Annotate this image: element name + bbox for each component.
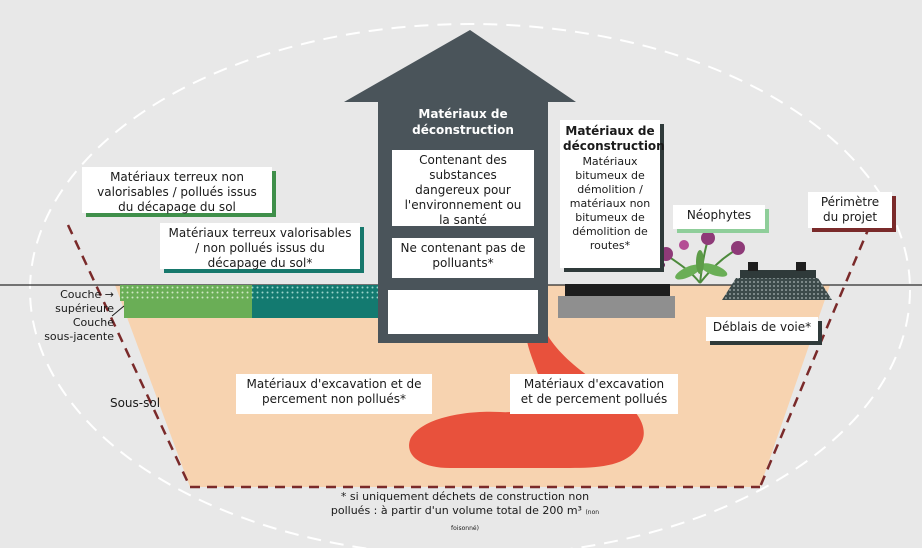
topsoil-teal-upper (252, 285, 378, 301)
asphalt-top (565, 284, 670, 296)
perimeter-line-right (758, 224, 872, 488)
label-earthy-clean: Matériaux terreux valorisables / non pol… (160, 223, 360, 270)
label-deblais: Déblais de voie* (706, 317, 818, 341)
footnote: * si uniquement déchets de construction … (330, 490, 600, 536)
label-couche-superieure: Couche → supérieure (55, 288, 114, 315)
footnote-text: * si uniquement déchets de construction … (330, 490, 590, 517)
label-perimeter: Périmètre du projet (808, 192, 892, 228)
label-earthy-polluted: Matériaux terreux non valorisables / pol… (82, 167, 272, 214)
topsoil-green-upper (120, 285, 252, 301)
soil-area (115, 285, 830, 487)
bituminous-text: Matériaux bitumeux de démolition / matér… (569, 155, 651, 252)
topsoil-green-lower (124, 301, 252, 318)
deconstruction2-title: Matériaux de déconstruction (563, 124, 665, 153)
label-deconstruction-bituminous: Matériaux de déconstruction Matériaux bi… (560, 120, 665, 268)
polluted-zone (409, 336, 644, 468)
label-neophytes: Néophytes (673, 205, 765, 229)
flower-icon (659, 231, 745, 284)
label-no-pollutants: Ne contenant pas de polluants* (392, 238, 534, 278)
house-bottom-white (388, 290, 538, 334)
couche-sub-arrow (111, 305, 125, 317)
footnote-small: (non foisonné) (451, 509, 600, 532)
deconstruction-title: Matériaux de déconstruction (412, 107, 514, 137)
label-excavation-polluted: Matériaux d'excavation et de percement p… (510, 374, 678, 414)
label-excavation-clean: Matériaux d'excavation et de percement n… (236, 374, 432, 414)
rail-track-icon (722, 262, 832, 300)
topsoil-teal-lower (252, 301, 378, 318)
perimeter-line-left (66, 224, 192, 488)
label-dangerous-substances: Contenant des substances dangereux pour … (392, 150, 534, 227)
label-couche-sous-jacente: Couche sous-jacente (44, 316, 114, 343)
asphalt-base (558, 296, 675, 318)
label-sous-sol: Sous-sol (109, 396, 161, 410)
outer-dashed-ellipse (29, 23, 911, 548)
